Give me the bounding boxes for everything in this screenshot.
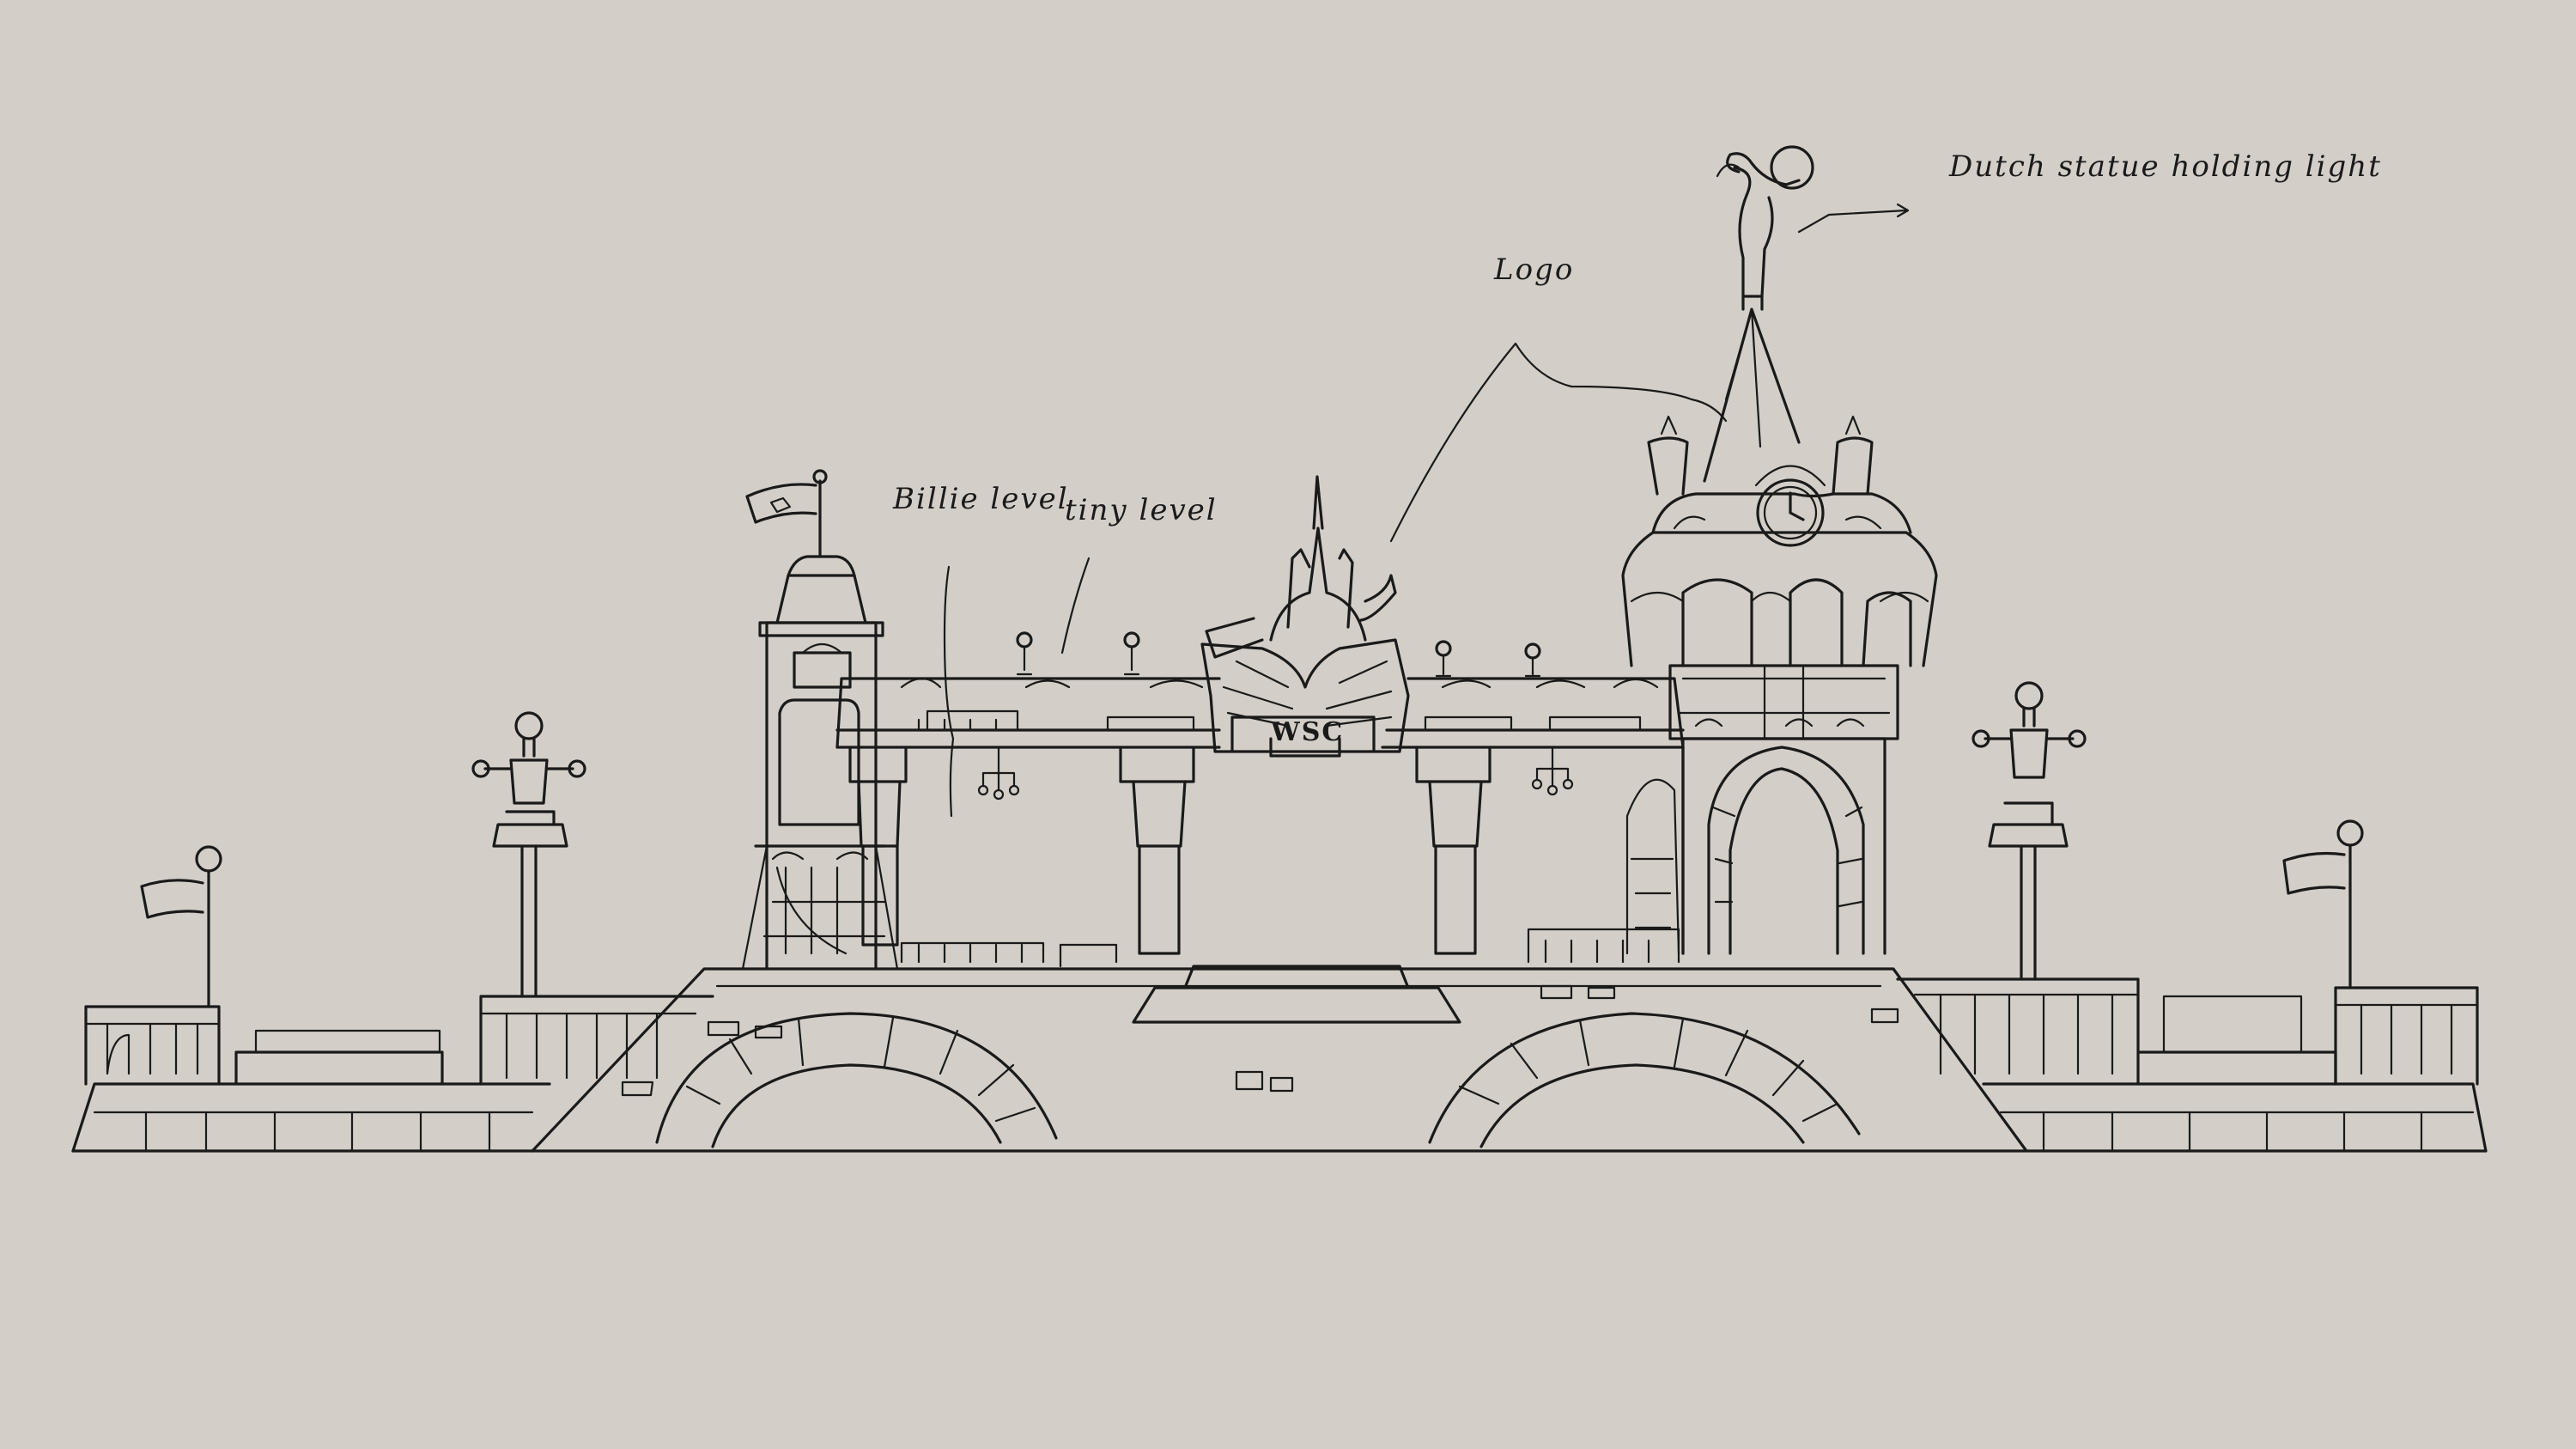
right-railing: [1896, 977, 2479, 1086]
left-lamp-post: [471, 711, 586, 998]
pier-base: [71, 1082, 2488, 1153]
logo-letters: WSC: [1270, 717, 1344, 747]
pavilion-roof: [835, 631, 1685, 801]
annotation-billie-level: Billie level: [892, 482, 1069, 516]
stone-bridge: [531, 965, 2028, 1153]
left-railing: [84, 995, 714, 1086]
annotation-statue: Dutch statue holding light: [1948, 149, 2382, 184]
left-flag-pole: [140, 845, 222, 1008]
annotation-pointers: [943, 203, 1910, 818]
right-lamp-post: [1971, 681, 2087, 981]
central-logo: WSC: [1200, 475, 1410, 758]
annotation-logo: Logo: [1493, 253, 1574, 287]
pavilion-columns: [848, 746, 1685, 968]
annotation-tiny-level: tiny level: [1065, 493, 1218, 527]
right-flag-pole: [2282, 819, 2364, 989]
left-tower: [741, 469, 899, 971]
clock-tower: [1621, 145, 1938, 955]
